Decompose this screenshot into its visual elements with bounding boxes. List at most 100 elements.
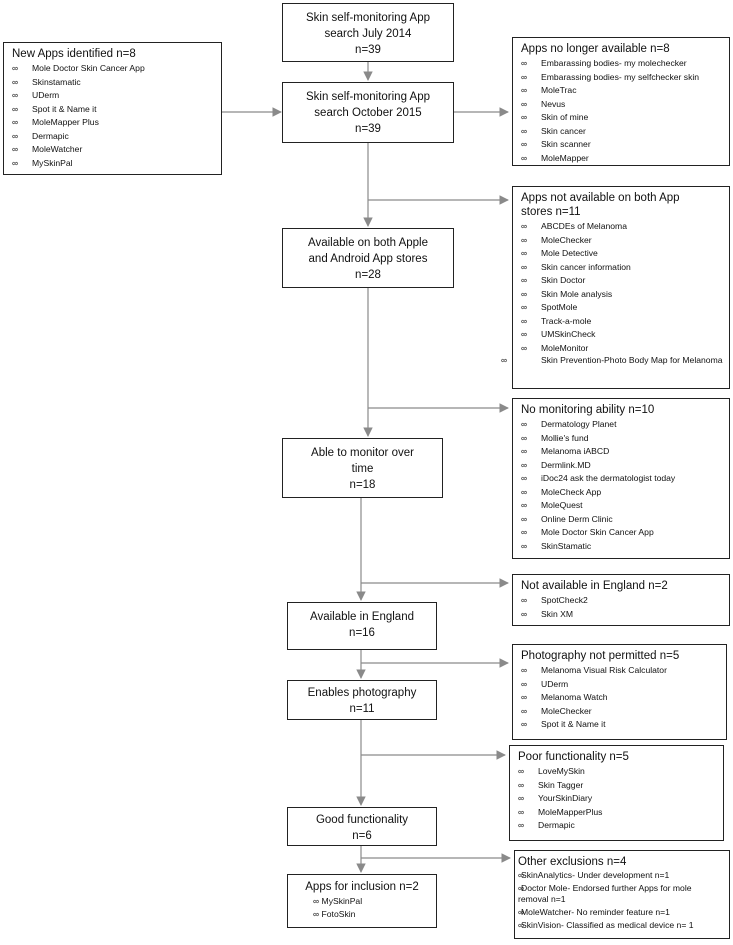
box-title: Poor functionality n=5: [518, 751, 629, 763]
list-item-label: Skin cancer: [541, 125, 586, 136]
list-item: ∞Dermlink.MD: [521, 459, 723, 473]
list-item-label: Skin Tagger: [538, 779, 584, 790]
bullet-icon: ∞: [313, 909, 320, 919]
poor-functionality-box: Poor functionality n=5 ∞LoveMySkin∞Skin …: [509, 745, 724, 841]
list-item: ∞MoleMonitor: [521, 342, 723, 356]
list-item: ∞MoleQuest: [521, 499, 723, 513]
bullet-icon: ∞: [12, 90, 19, 100]
list-item-label: Mollie's fund: [541, 432, 589, 443]
box-line: Available on both Apple: [308, 237, 428, 249]
bullet-icon: ∞: [521, 221, 528, 231]
box-title: Photography not permitted n=5: [521, 650, 680, 662]
box-line: Able to monitor over: [311, 447, 414, 459]
list-item-label: Skin scanner: [541, 139, 591, 149]
list-item-label: SpotMole: [541, 302, 578, 312]
bullet-icon: ∞: [521, 288, 528, 299]
bullet-icon: ∞: [521, 513, 528, 524]
list-item-label: Doctor Mole- Endorsed further Apps for m…: [518, 883, 692, 904]
box-title: Apps not available on both App: [521, 192, 680, 204]
app-list: ∞Mole Doctor Skin Cancer App∞Skinstamati…: [12, 62, 215, 170]
list-item: ∞ MoleChecker: [521, 234, 723, 248]
bullet-icon: ∞: [521, 705, 528, 716]
list-item: ∞Mole Detective: [521, 247, 723, 261]
bullet-icon: ∞: [12, 157, 19, 168]
bullet-icon: ∞: [521, 152, 528, 163]
list-item: ∞Mollie's fund: [521, 432, 723, 446]
app-list: ∞Dermatology Planet∞Mollie's fund∞Melano…: [521, 418, 723, 553]
list-item-label: Dermapic: [538, 820, 575, 830]
list-item: ∞SpotCheck2: [521, 594, 723, 608]
box-title: New Apps identified n=8: [12, 48, 136, 60]
list-item: ∞ Skin Tagger: [518, 779, 717, 793]
box-count: n=28: [355, 269, 381, 281]
bullet-icon: ∞: [521, 719, 528, 729]
list-item-label: MySkinPal: [32, 157, 73, 168]
box-line: Skin self-monitoring App: [305, 91, 430, 103]
no-monitoring-box: No monitoring ability n=10 ∞Dermatology …: [512, 398, 730, 559]
list-item-label: MoleChecker: [541, 234, 592, 245]
list-item-label: MoleMapper: [541, 152, 589, 163]
bullet-icon: ∞: [521, 608, 528, 619]
list-item-label: Dermapic: [32, 130, 69, 141]
bullet-icon: ∞: [521, 125, 528, 136]
bullet-icon: ∞: [521, 261, 528, 272]
new-apps-box: New Apps identified n=8 ∞Mole Doctor Ski…: [3, 42, 222, 175]
bullet-icon: ∞: [313, 896, 320, 906]
list-item-label: Skin Prevention-Photo Body Map for Melan…: [541, 355, 723, 365]
list-item: ∞Mole Doctor Skin Cancer App: [12, 62, 215, 76]
bullet-icon: ∞: [518, 820, 525, 830]
list-item: ∞Dermatology Planet: [521, 418, 723, 432]
bullet-icon: ∞: [521, 112, 528, 122]
list-item: ∞UDerm: [521, 678, 720, 692]
list-item: ∞Doctor Mole- Endorsed further Apps for …: [518, 883, 692, 904]
list-item-label: Melanoma iABCD: [541, 446, 610, 456]
list-item-label: Dermlink.MD: [541, 459, 591, 470]
box-count: n=16: [349, 627, 375, 639]
list-item-label: MoleMapperPlus: [538, 806, 603, 817]
list-item: ∞ Spot it & Name it: [521, 718, 720, 732]
side-arrows: [222, 107, 511, 863]
list-item-label: SkinAnalytics- Under development n=1: [521, 870, 670, 880]
list-item-label: MoleTrac: [541, 85, 577, 95]
list-item-label: YourSkinDiary: [538, 793, 593, 803]
list-item-label: SpotCheck2: [541, 595, 588, 605]
list-item-label: Skin Doctor: [541, 275, 586, 285]
list-item: ∞Embarassing bodies- my selfchecker skin: [521, 71, 723, 85]
list-item: ∞Nevus: [521, 98, 723, 112]
bullet-icon: ∞: [521, 446, 528, 456]
bullet-icon: ∞: [521, 234, 528, 245]
box-count: n=11: [349, 703, 375, 715]
list-item: ∞Skin Doctor: [521, 274, 723, 288]
bullet-icon: ∞: [518, 779, 525, 790]
list-item-label: SkinStamatic: [541, 540, 592, 551]
bullet-icon: ∞: [521, 248, 528, 258]
list-item-label: UDerm: [541, 678, 569, 689]
list-item: ∞YourSkinDiary: [518, 792, 717, 806]
list-item-label: Dermatology Planet: [541, 419, 617, 429]
list-item: ∞MoleWatcher- No reminder feature n=1: [518, 907, 670, 917]
bullet-icon: ∞: [12, 130, 19, 141]
list-item: ∞Track-a-mole: [521, 315, 723, 329]
bullet-icon: ∞: [521, 329, 528, 339]
list-item: ∞ MoleChecker: [521, 705, 720, 719]
list-item-label: SkinVision- Classified as medical device…: [521, 920, 694, 930]
list-item-label: Spot it & Name it: [541, 719, 606, 729]
box-line: Good functionality: [315, 814, 409, 826]
list-item-label: Mole Doctor Skin Cancer App: [32, 63, 145, 73]
list-item-label: UMSkinCheck: [541, 329, 596, 339]
list-item: ∞Skinstamatic: [12, 76, 215, 90]
list-item: ∞Melanoma Watch: [521, 691, 720, 705]
list-item: ∞ Skin cancer: [521, 125, 723, 139]
bullet-icon: ∞: [12, 117, 19, 127]
list-item: ∞UDerm: [12, 89, 215, 103]
bullet-icon: ∞: [521, 85, 528, 95]
box-line: search October 2015: [314, 107, 422, 119]
list-item: ∞Mole Doctor Skin Cancer App: [521, 526, 723, 540]
list-item-label: MoleMonitor: [541, 342, 589, 353]
list-item: ∞iDoc24 ask the dermatologist today: [521, 472, 723, 486]
inclusion-list: ∞ MySkinPal ∞ FotoSkin: [288, 895, 436, 921]
box-count: n=6: [352, 830, 372, 842]
list-item-label: MoleChecker: [541, 705, 592, 716]
bullet-icon: ∞: [501, 355, 508, 365]
list-item-label: Nevus: [541, 98, 566, 109]
